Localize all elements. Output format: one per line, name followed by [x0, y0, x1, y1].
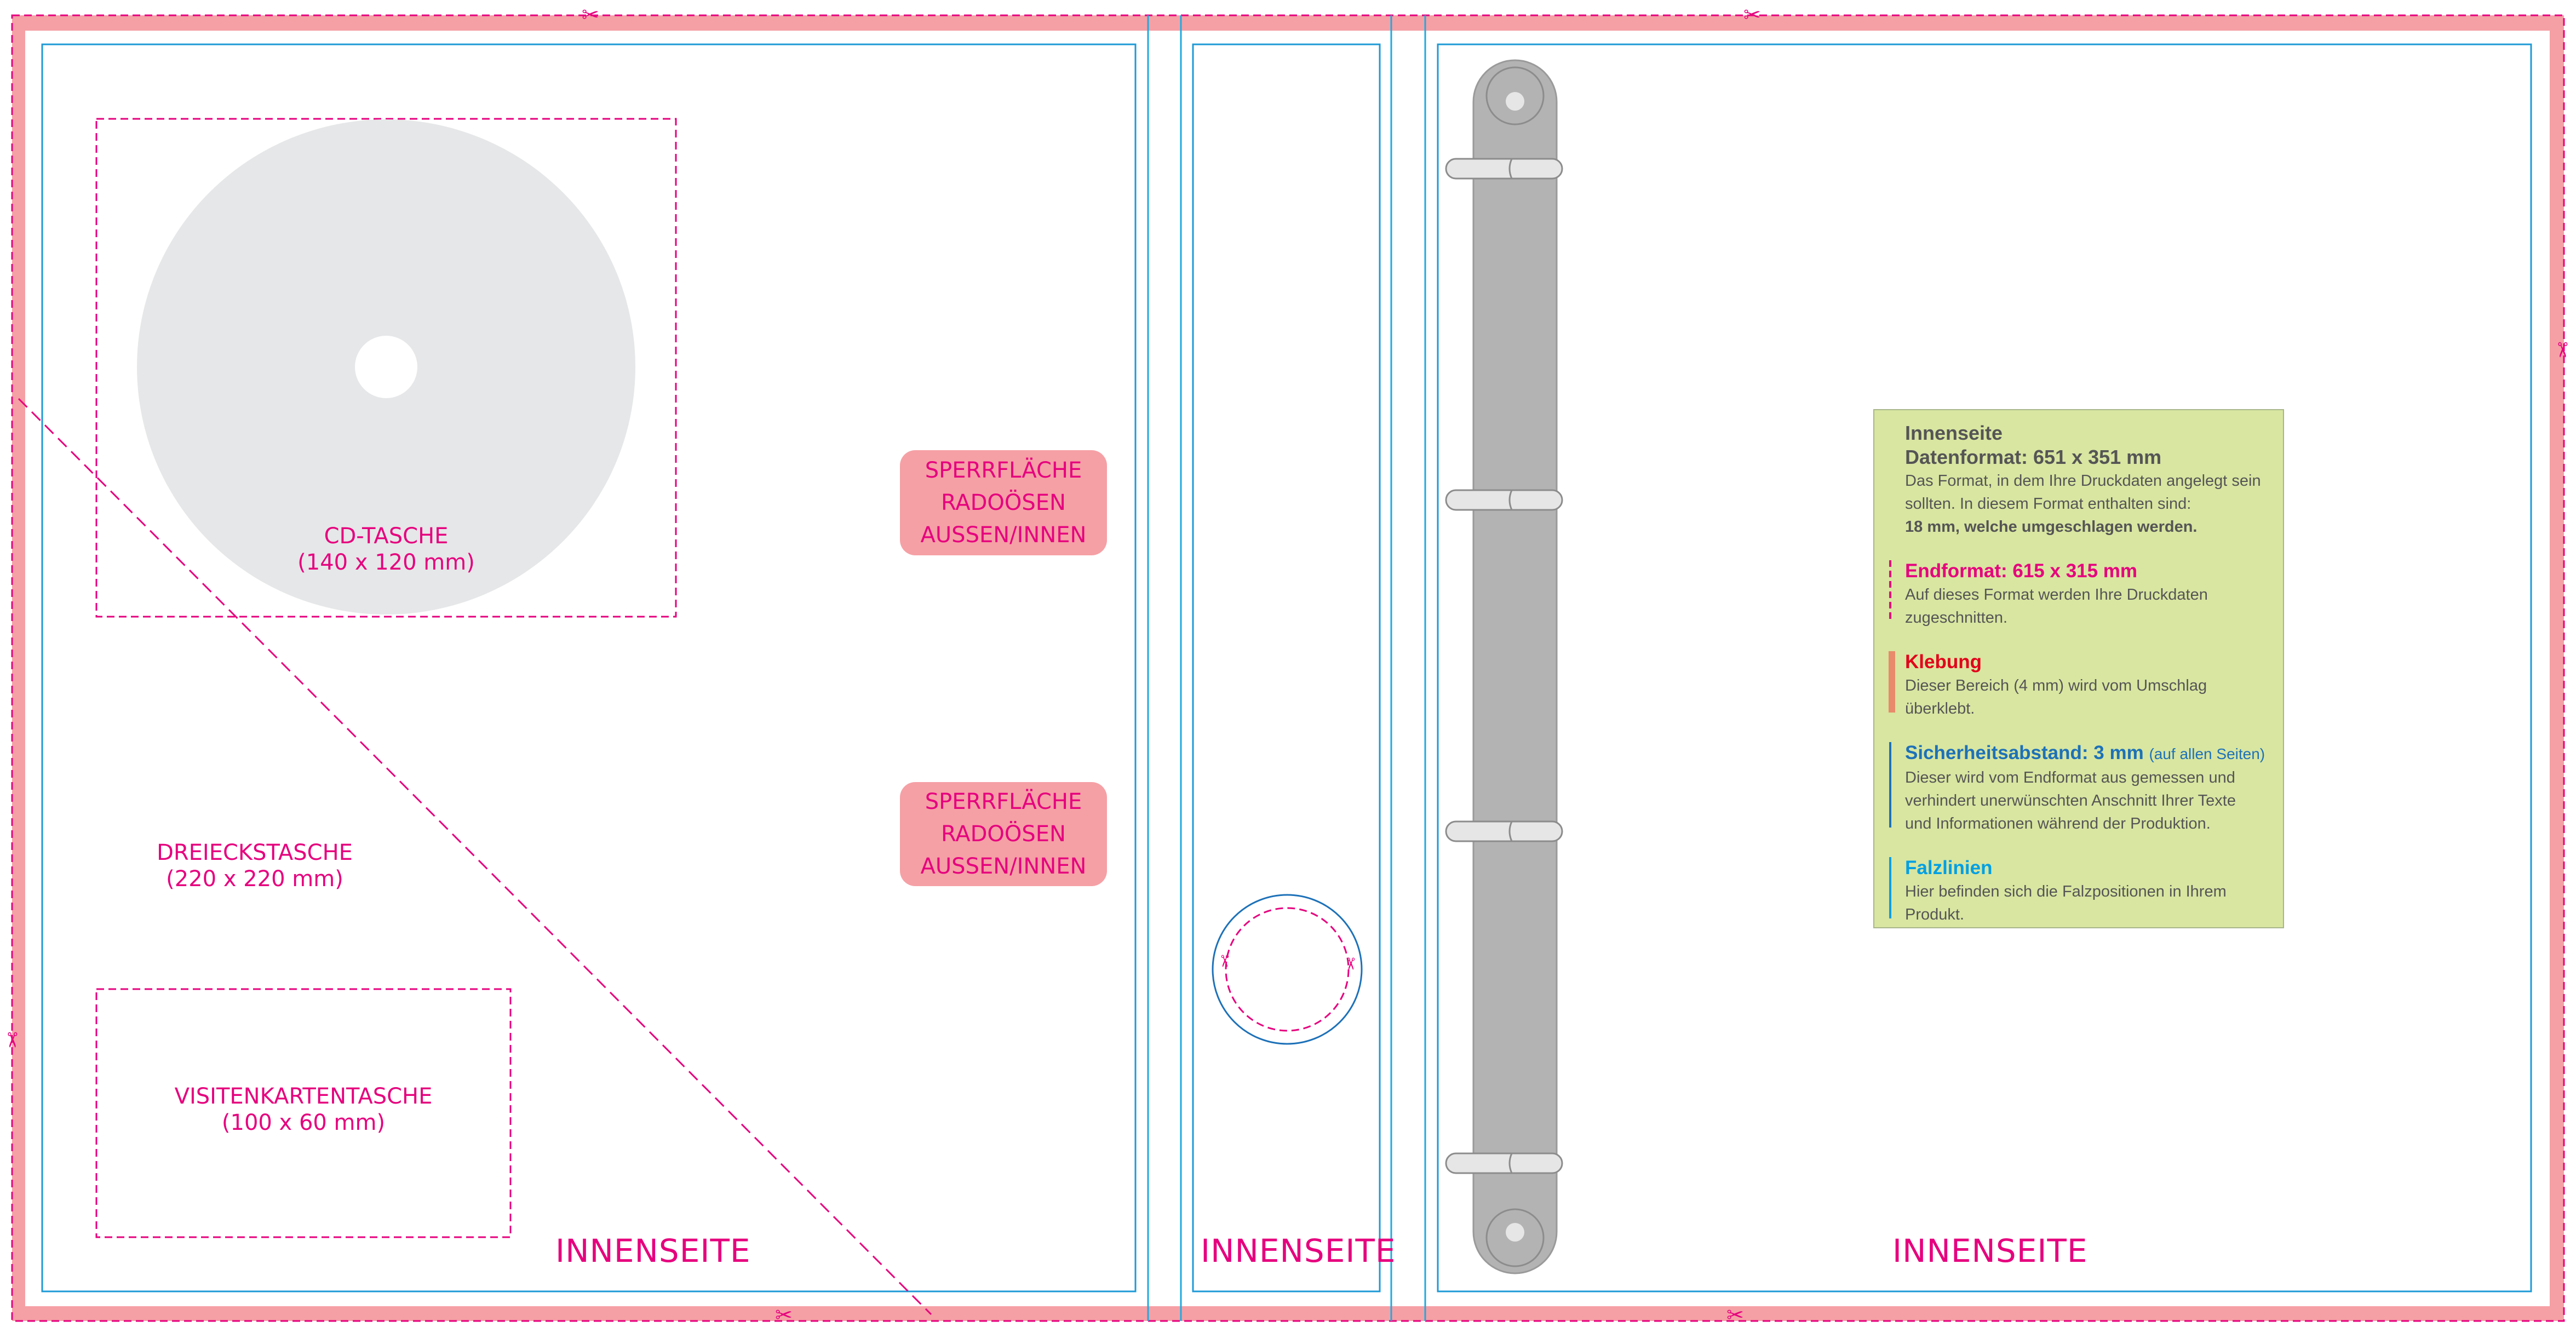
- cd-pocket-size: (140 x 120 mm): [297, 550, 475, 575]
- triangle-pocket-line: [18, 398, 932, 1315]
- cd-icon: [137, 119, 635, 614]
- triangle-pocket-size: (220 x 220 mm): [166, 866, 343, 892]
- business-card-pocket-outline: [95, 988, 512, 1238]
- ring-mechanism-icon: [1445, 59, 1563, 1274]
- fold-marker: [1889, 857, 1891, 918]
- glue-marker: [1889, 651, 1895, 713]
- info-safety-note: (auf allen Seiten): [2149, 745, 2265, 762]
- sperrflaeche-line: AUSSEN/INNEN: [920, 853, 1087, 879]
- info-data-format-text-1: Das Format, in dem Ihre Druckdaten angel…: [1905, 472, 2261, 490]
- info-safety: Sicherheitsabstand: 3 mm: [1905, 742, 2144, 763]
- info-data-format-text-2: sollten. In diesem Format enthalten sind…: [1905, 495, 2191, 513]
- info-data-format-bold: 18 mm, welche umgeschlagen werden.: [1905, 518, 2198, 536]
- sperrflaeche-line: AUSSEN/INNEN: [920, 522, 1087, 548]
- sperrflaeche-line: SPERRFLÄCHE: [925, 789, 1082, 814]
- cd-pocket-name: CD-TASCHE: [324, 524, 449, 549]
- scissors-icon: ✂: [0, 1031, 24, 1049]
- safety-lines: [41, 43, 2532, 1292]
- sperrflaeche-box-bottom: SPERRFLÄCHE RADOÖSEN AUSSEN/INNEN: [900, 782, 1107, 886]
- info-end-format-text-1: Auf dieses Format werden Ihre Druckdaten: [1905, 586, 2208, 604]
- info-glue-text-2: überklebt.: [1905, 700, 1975, 717]
- scissors-icon: ✂: [582, 3, 599, 27]
- triangle-pocket-label: DREIECKSTASCHE (220 x 220 mm): [118, 840, 392, 892]
- cd-pocket-label: CD-TASCHE (140 x 120 mm): [249, 523, 523, 576]
- sperrflaeche-line: RADOÖSEN: [941, 490, 1066, 515]
- scissors-icon: ✂: [2550, 341, 2574, 359]
- scissors-icon: ✂: [1214, 954, 1234, 968]
- info-fold-section: Falzlinien Hier befinden sich die Falzpo…: [1889, 856, 2272, 926]
- info-fold: Falzlinien: [1905, 857, 1993, 878]
- sperrflaeche-line: RADOÖSEN: [941, 821, 1066, 847]
- business-card-pocket-size: (100 x 60 mm): [221, 1110, 386, 1135]
- scissors-icon: ✂: [1340, 957, 1360, 971]
- info-data-format: Datenformat: 651 x 351 mm: [1905, 446, 2162, 468]
- info-safety-text-3: und Informationen während der Produktion…: [1905, 815, 2211, 832]
- scissors-icon: ✂: [775, 1303, 793, 1327]
- end-format-marker: [1889, 560, 1891, 621]
- cut-line-outer: [11, 14, 2565, 1322]
- info-glue: Klebung: [1905, 651, 1982, 673]
- info-safety-text-2: verhindert unerwünschten Anschnitt Ihrer…: [1905, 792, 2236, 809]
- info-safety-heading: Sicherheitsabstand: 3 mm (auf allen Seit…: [1905, 741, 2272, 766]
- business-card-pocket-label: VISITENKARTENTASCHE (100 x 60 mm): [139, 1083, 468, 1136]
- sperrflaeche-line: SPERRFLÄCHE: [925, 457, 1082, 483]
- fold-lines: [1147, 15, 1426, 1321]
- scissors-icon: ✂: [1726, 1303, 1744, 1327]
- info-end-format-section: Endformat: 615 x 315 mm Auf dieses Forma…: [1889, 559, 2272, 629]
- business-card-pocket-name: VISITENKARTENTASCHE: [174, 1084, 433, 1109]
- info-box: Innenseite Datenformat: 651 x 351 mm Das…: [1873, 409, 2284, 928]
- info-fold-text-2: Produkt.: [1905, 906, 1964, 923]
- info-end-format-text-2: zugeschnitten.: [1905, 609, 2008, 627]
- page-label-left: INNENSEITE: [555, 1232, 751, 1269]
- info-end-format: Endformat: 615 x 315 mm: [1905, 560, 2138, 582]
- cd-pocket-outline: [95, 118, 677, 618]
- page-label-spine: INNENSEITE: [1201, 1232, 1396, 1269]
- scissors-icon: ✂: [1743, 3, 1761, 27]
- info-safety-section: Sicherheitsabstand: 3 mm (auf allen Seit…: [1889, 741, 2272, 835]
- page-label-right: INNENSEITE: [1892, 1232, 2088, 1269]
- finger-hole-icon: [1212, 894, 1363, 1045]
- info-title: Innenseite: [1905, 422, 2003, 444]
- safety-marker: [1889, 742, 1891, 828]
- info-glue-section: Klebung Dieser Bereich (4 mm) wird vom U…: [1889, 650, 2272, 720]
- triangle-pocket-name: DREIECKSTASCHE: [157, 840, 353, 865]
- info-fold-text-1: Hier befinden sich die Falzpositionen in…: [1905, 883, 2227, 900]
- sperrflaeche-box-top: SPERRFLÄCHE RADOÖSEN AUSSEN/INNEN: [900, 450, 1107, 555]
- info-safety-text-1: Dieser wird vom Endformat aus gemessen u…: [1905, 769, 2235, 786]
- info-glue-text-1: Dieser Bereich (4 mm) wird vom Umschlag: [1905, 677, 2207, 694]
